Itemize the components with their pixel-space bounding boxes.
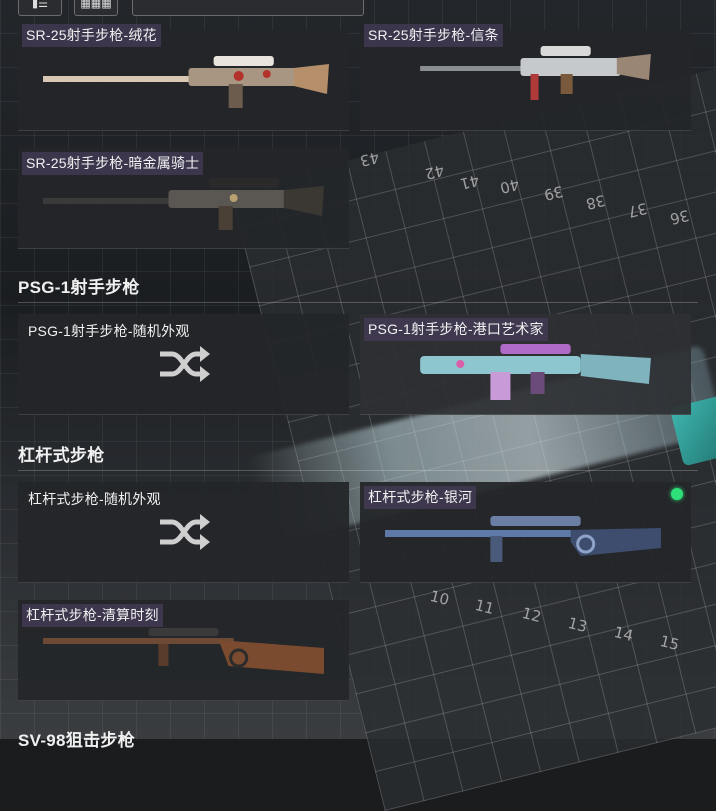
skin-card-label: PSG-1射手步枪-随机外观 xyxy=(28,323,190,339)
equipped-indicator-icon xyxy=(671,488,683,500)
section-divider xyxy=(18,302,698,303)
section-title-lever: 杠杆式步枪 xyxy=(18,446,105,465)
skin-card-label: PSG-1射手步枪-港口艺术家 xyxy=(364,318,548,341)
random-skin-card[interactable]: 杠杆式步枪-随机外观 xyxy=(18,482,349,583)
rifle-image xyxy=(380,40,671,110)
rifle-image xyxy=(380,508,671,578)
shuffle-icon xyxy=(160,346,210,382)
skin-list: SR-25射手步枪-绒花 SR-25射手步枪-信条 xyxy=(18,24,698,750)
rifle-image xyxy=(380,340,671,410)
shuffle-icon xyxy=(160,514,210,550)
skin-card-label: 杠杆式步枪-随机外观 xyxy=(28,491,161,507)
skin-card-equipped[interactable]: 杠杆式步枪-银河 xyxy=(360,482,691,583)
rifle-image xyxy=(38,46,329,116)
skin-card[interactable]: SR-25射手步枪-绒花 xyxy=(18,24,349,131)
skin-card[interactable]: SR-25射手步枪-暗金属骑士 xyxy=(18,148,349,249)
grid-view-button[interactable]: ▦▦▦ xyxy=(74,0,118,16)
search-input[interactable] xyxy=(132,0,364,16)
skin-card[interactable]: PSG-1射手步枪-港口艺术家 xyxy=(360,314,691,415)
skin-card[interactable]: 杠杆式步枪-清算时刻 xyxy=(18,600,349,701)
skin-card-label: 杠杆式步枪-清算时刻 xyxy=(22,604,163,627)
skin-card[interactable]: SR-25射手步枪-信条 xyxy=(360,24,691,131)
rifle-image xyxy=(38,170,329,240)
section-divider xyxy=(18,470,698,471)
toolbar: ▮☰ ▦▦▦ xyxy=(0,0,716,16)
skin-card-label: SR-25射手步枪-信条 xyxy=(364,24,503,47)
grid-view-icon: ▦▦▦ xyxy=(80,0,112,10)
skin-card-label: SR-25射手步枪-暗金属骑士 xyxy=(22,152,204,175)
section-title-psg1: PSG-1射手步枪 xyxy=(18,278,140,297)
list-view-button[interactable]: ▮☰ xyxy=(18,0,62,16)
rifle-image xyxy=(38,626,329,696)
skin-card-label: 杠杆式步枪-银河 xyxy=(364,486,477,509)
list-view-icon: ▮☰ xyxy=(32,0,48,10)
random-skin-card[interactable]: PSG-1射手步枪-随机外观 xyxy=(18,314,349,415)
skin-card-label: SR-25射手步枪-绒花 xyxy=(22,24,161,47)
